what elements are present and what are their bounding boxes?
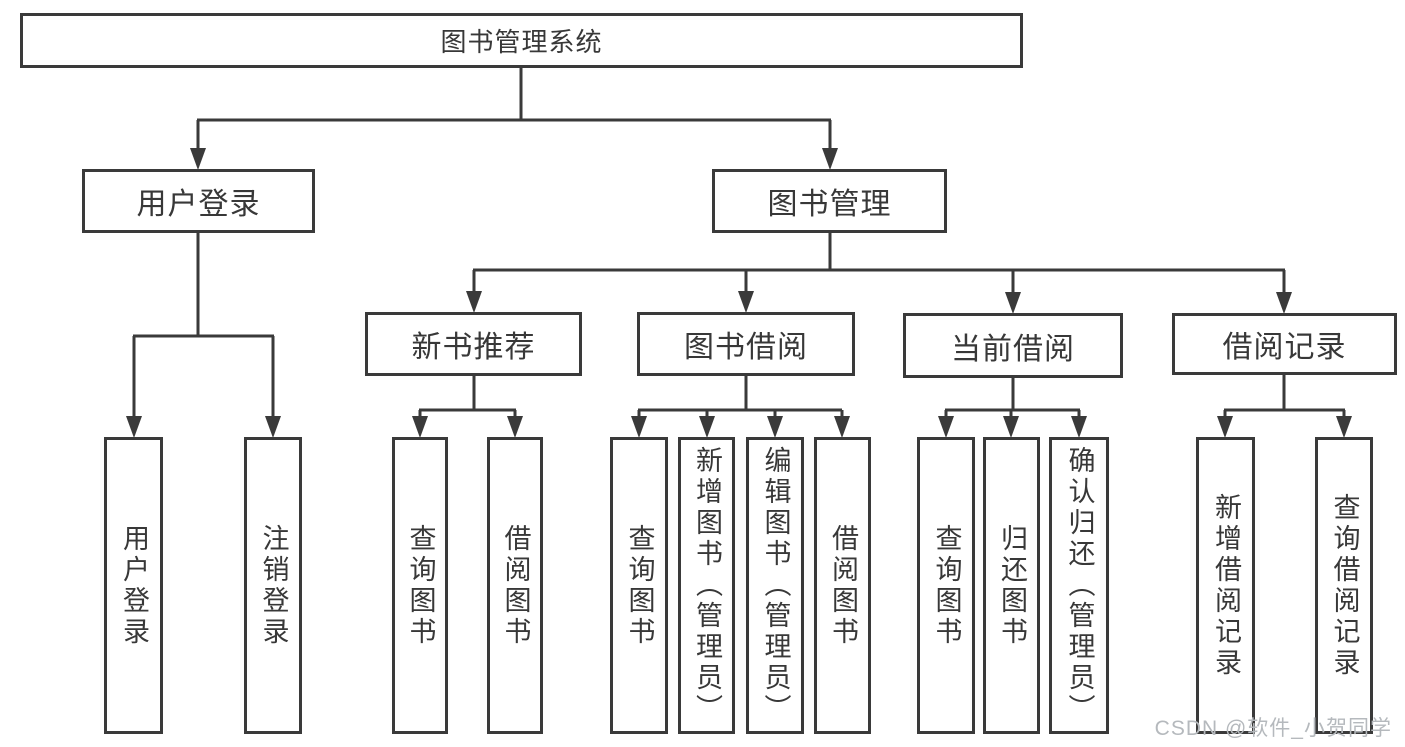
leaf-current-query-books: 查询图书 [917,437,975,734]
leaf-newrec-query-books: 查询图书 [392,437,448,734]
leaf-records-query-borrow-record: 查询借阅记录 [1315,437,1373,734]
node-book-management: 图书管理 [712,169,947,233]
node-library-management-system: 图书管理系统 [20,13,1023,68]
leaf-borrowing-query-books: 查询图书 [610,437,668,734]
node-book-borrowing: 图书借阅 [637,312,855,376]
tree-edges [132,68,1346,417]
leaf-current-confirm-return-admin: 确认归还（管理员） [1049,437,1109,734]
leaf-newrec-borrow-books: 借阅图书 [487,437,543,734]
arrowhead-icons [126,148,1352,438]
node-new-book-recommend: 新书推荐 [365,312,582,376]
leaf-borrowing-borrow-books: 借阅图书 [814,437,871,734]
leaf-borrowing-edit-books-admin: 编辑图书（管理员） [746,437,804,734]
node-borrowing-records: 借阅记录 [1172,313,1397,375]
node-current-borrowing: 当前借阅 [903,313,1123,378]
leaf-current-return-books: 归还图书 [983,437,1040,734]
node-user-login: 用户登录 [82,169,315,233]
leaf-logout: 注销登录 [244,437,302,734]
leaf-records-add-borrow-record: 新增借阅记录 [1196,437,1255,734]
leaf-user-login: 用户登录 [104,437,163,734]
leaf-borrowing-add-books-admin: 新增图书（管理员） [678,437,735,734]
